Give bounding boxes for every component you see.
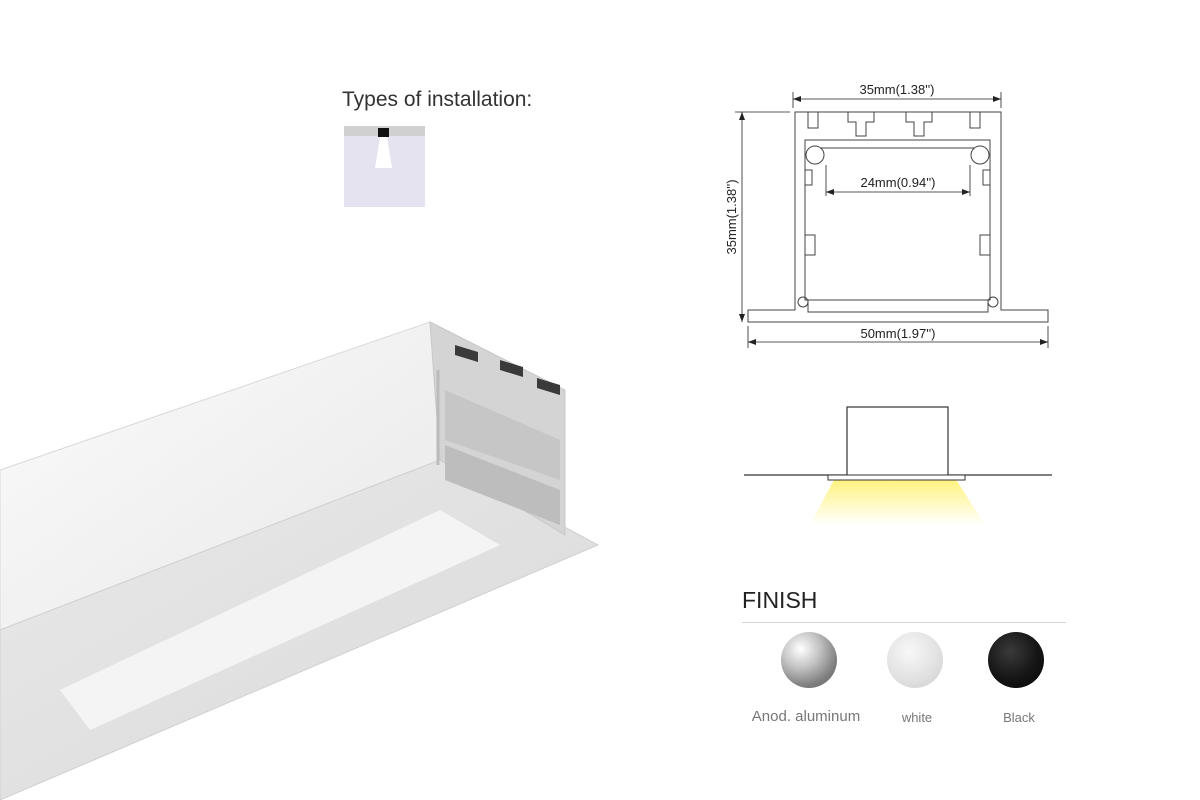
height-label: 35mm(1.38'') — [724, 179, 739, 254]
profile-dimension-drawing: 35mm(1.38'') 24mm(0.94'') 50mm(1.97'') 3… — [724, 82, 1049, 348]
finish-label-anod-aluminum: Anod. aluminum — [751, 708, 861, 725]
recessed-installation-diagram — [744, 406, 1052, 525]
swatch-anod-aluminum[interactable] — [781, 632, 837, 688]
finish-label-black: Black — [1003, 710, 1035, 725]
finish-label-white: white — [901, 710, 933, 725]
swatch-white[interactable] — [887, 632, 943, 688]
finish-title: FINISH — [742, 587, 818, 613]
finish-divider — [742, 622, 1066, 623]
top-width-label: 35mm(1.38'') — [859, 82, 934, 97]
recessed-installation-icon — [344, 126, 425, 207]
installation-title: Types of installation: — [342, 88, 533, 111]
swatch-black[interactable] — [988, 632, 1044, 688]
bottom-width-label: 50mm(1.97'') — [860, 326, 935, 341]
inner-width-label: 24mm(0.94'') — [860, 175, 935, 190]
profile-product-render — [0, 321, 600, 800]
